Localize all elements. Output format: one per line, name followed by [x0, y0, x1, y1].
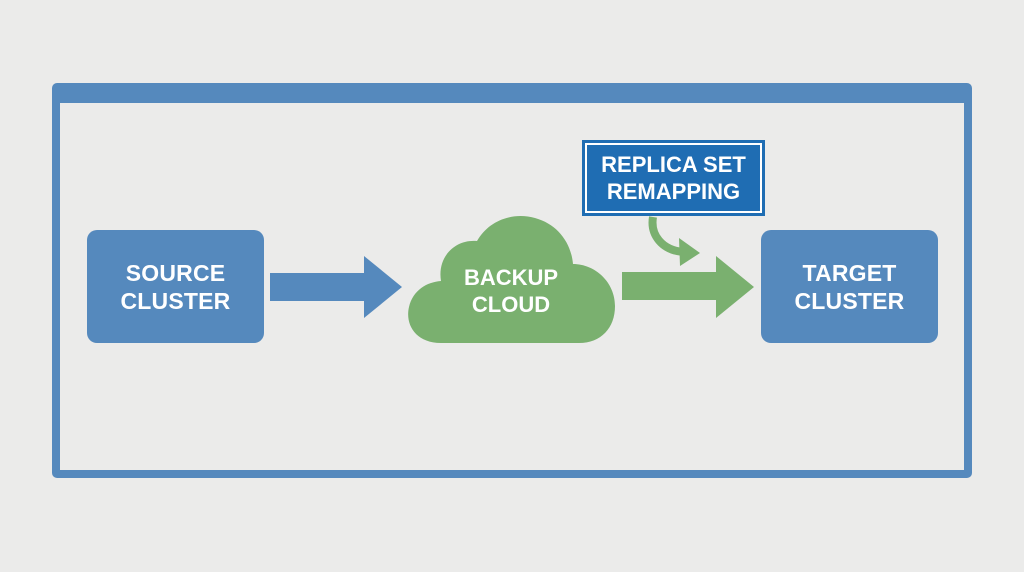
callout-label-line2: REMAPPING — [606, 179, 741, 204]
arrow-source-to-backup — [270, 256, 402, 318]
callout-label-line1: REPLICA SET — [601, 152, 746, 177]
target-cluster-label-line1: TARGET — [802, 259, 897, 286]
backup-cloud-label-line1: BACKUP — [463, 265, 559, 290]
arrow-remapping-head — [679, 238, 700, 266]
target-cluster-node: TARGET CLUSTER — [761, 230, 938, 343]
source-cluster-label-line1: SOURCE — [125, 259, 226, 286]
target-cluster-label-line2: CLUSTER — [794, 287, 905, 314]
replica-set-remapping-callout: REPLICA SET REMAPPING — [582, 140, 765, 216]
backup-cloud-node: BACKUP CLOUD — [405, 212, 617, 344]
arrow-backup-to-target — [622, 256, 754, 318]
arrow-remapping-curve — [648, 216, 684, 256]
backup-cloud-label-line2: CLOUD — [471, 292, 551, 317]
source-cluster-node: SOURCE CLUSTER — [87, 230, 264, 343]
cloud-icon — [408, 216, 615, 343]
source-cluster-label-line2: CLUSTER — [120, 287, 231, 314]
